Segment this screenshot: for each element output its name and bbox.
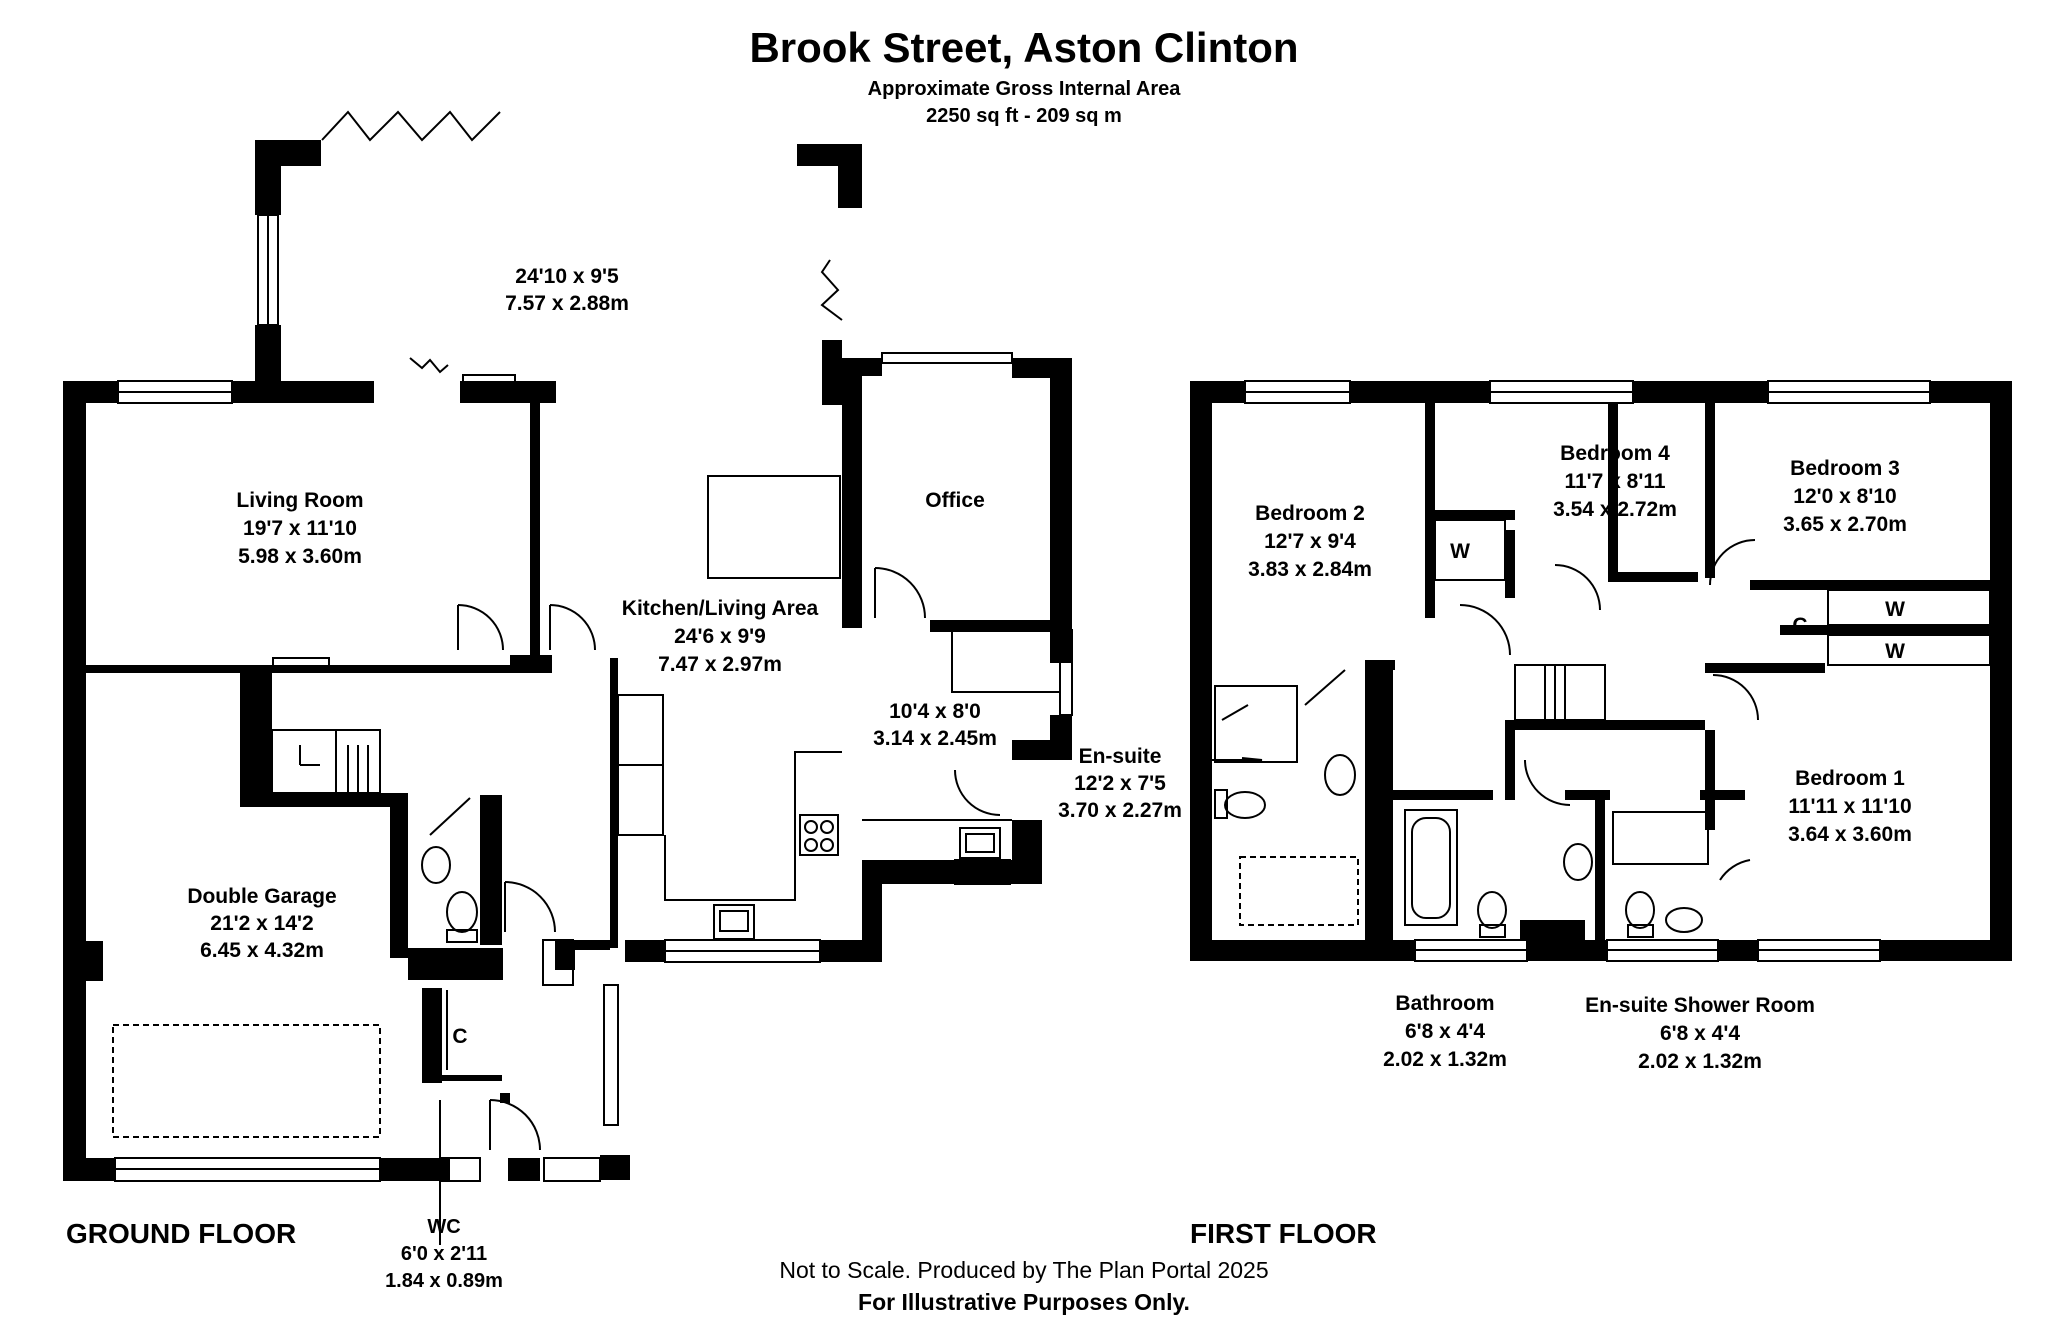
footer-disclaimer: For Illustrative Purposes Only. — [858, 1289, 1190, 1315]
wardrobe-label-bed1: W — [1885, 640, 1905, 663]
wc-metric: 1.84 x 0.89m — [385, 1270, 503, 1292]
bathroom-name: Bathroom — [1395, 992, 1494, 1015]
garage-metric: 6.45 x 4.32m — [200, 939, 324, 962]
plan-title: Brook Street, Aston Clinton — [749, 24, 1298, 71]
kitchen-name: Kitchen/Living Area — [622, 597, 819, 620]
room-wc: WC 6'0 x 2'11 1.84 x 0.89m — [385, 1216, 503, 1292]
ensuite-shower-imperial: 6'8 x 4'4 — [1660, 1022, 1740, 1045]
room-utility: 10'4 x 8'0 3.14 x 2.45m — [873, 700, 997, 750]
first-floor-label: FIRST FLOOR — [1190, 1218, 1377, 1249]
room-bedroom1: Bedroom 1 11'11 x 11'10 3.64 x 3.60m — [1788, 767, 1912, 846]
bedroom3-name: Bedroom 3 — [1790, 457, 1900, 480]
living-metric: 5.98 x 3.60m — [238, 545, 362, 568]
plan-area: 2250 sq ft - 209 sq m — [926, 105, 1122, 127]
room-ensuite: En-suite 12'2 x 7'5 3.70 x 2.27m — [1058, 745, 1182, 822]
first-floor-walls — [1190, 381, 2012, 961]
bedroom3-imperial: 12'0 x 8'10 — [1793, 485, 1896, 508]
room-garage: Double Garage 21'2 x 14'2 6.45 x 4.32m — [187, 885, 336, 962]
room-office: Office — [925, 489, 985, 512]
room-living: Living Room 19'7 x 11'10 5.98 x 3.60m — [236, 489, 363, 568]
footer-note: Not to Scale. Produced by The Plan Porta… — [779, 1257, 1268, 1283]
wardrobe-labels: W W W C — [1450, 540, 1905, 663]
room-cupboard-ground: C — [452, 1025, 467, 1048]
room-bedroom2: Bedroom 2 12'7 x 9'4 3.83 x 2.84m — [1248, 502, 1372, 581]
living-imperial: 19'7 x 11'10 — [243, 517, 357, 540]
office-name: Office — [925, 489, 985, 512]
bathroom-metric: 2.02 x 1.32m — [1383, 1048, 1507, 1071]
garage-name: Double Garage — [187, 885, 336, 908]
ensuite-metric: 3.70 x 2.27m — [1058, 799, 1182, 822]
bedroom1-imperial: 11'11 x 11'10 — [1788, 795, 1911, 818]
garage-imperial: 21'2 x 14'2 — [210, 912, 313, 935]
room-ensuite-shower: En-suite Shower Room 6'8 x 4'4 2.02 x 1.… — [1585, 994, 1815, 1073]
ground-floor-details — [112, 110, 1073, 1245]
bedroom2-name: Bedroom 2 — [1255, 502, 1365, 525]
ensuite-shower-name: En-suite Shower Room — [1585, 994, 1815, 1017]
kitchen-metric: 7.47 x 2.97m — [658, 653, 782, 676]
terrace-imperial: 24'10 x 9'5 — [515, 265, 619, 288]
bedroom2-imperial: 12'7 x 9'4 — [1264, 530, 1356, 553]
kitchen-imperial: 24'6 x 9'9 — [674, 625, 766, 648]
ensuite-name: En-suite — [1079, 745, 1162, 768]
bedroom3-metric: 3.65 x 2.70m — [1783, 513, 1907, 536]
room-bathroom: Bathroom 6'8 x 4'4 2.02 x 1.32m — [1383, 992, 1507, 1071]
bedroom2-metric: 3.83 x 2.84m — [1248, 558, 1372, 581]
first-floor-details — [1193, 380, 1991, 962]
ensuite-imperial: 12'2 x 7'5 — [1074, 772, 1166, 795]
bedroom4-metric: 3.54 x 2.72m — [1553, 498, 1677, 521]
ground-floor-walls — [63, 140, 1072, 1181]
room-kitchen: Kitchen/Living Area 24'6 x 9'9 7.47 x 2.… — [622, 597, 819, 676]
bedroom4-imperial: 11'7 x 8'11 — [1564, 470, 1665, 493]
terrace-metric: 7.57 x 2.88m — [505, 292, 629, 315]
utility-metric: 3.14 x 2.45m — [873, 727, 997, 750]
bedroom1-metric: 3.64 x 3.60m — [1788, 823, 1912, 846]
living-name: Living Room — [236, 489, 363, 512]
bedroom4-name: Bedroom 4 — [1560, 442, 1670, 465]
plan-subtitle: Approximate Gross Internal Area — [868, 78, 1182, 100]
room-terrace: 24'10 x 9'5 7.57 x 2.88m — [505, 265, 629, 315]
room-bedroom3: Bedroom 3 12'0 x 8'10 3.65 x 2.70m — [1783, 457, 1907, 536]
utility-imperial: 10'4 x 8'0 — [889, 700, 981, 723]
wc-name: WC — [427, 1216, 460, 1238]
wardrobe-label-bed3: W — [1885, 598, 1905, 621]
wc-imperial: 6'0 x 2'11 — [401, 1243, 487, 1265]
bathroom-imperial: 6'8 x 4'4 — [1405, 1020, 1485, 1043]
cupboard-first-label: C — [1792, 614, 1807, 637]
cupboard-ground-label: C — [452, 1025, 467, 1048]
ensuite-shower-metric: 2.02 x 1.32m — [1638, 1050, 1762, 1073]
bedroom1-name: Bedroom 1 — [1795, 767, 1905, 790]
room-bedroom4: Bedroom 4 11'7 x 8'11 3.54 x 2.72m — [1553, 442, 1677, 521]
ground-floor-label: GROUND FLOOR — [66, 1218, 296, 1249]
wardrobe-label-bed4: W — [1450, 540, 1470, 563]
